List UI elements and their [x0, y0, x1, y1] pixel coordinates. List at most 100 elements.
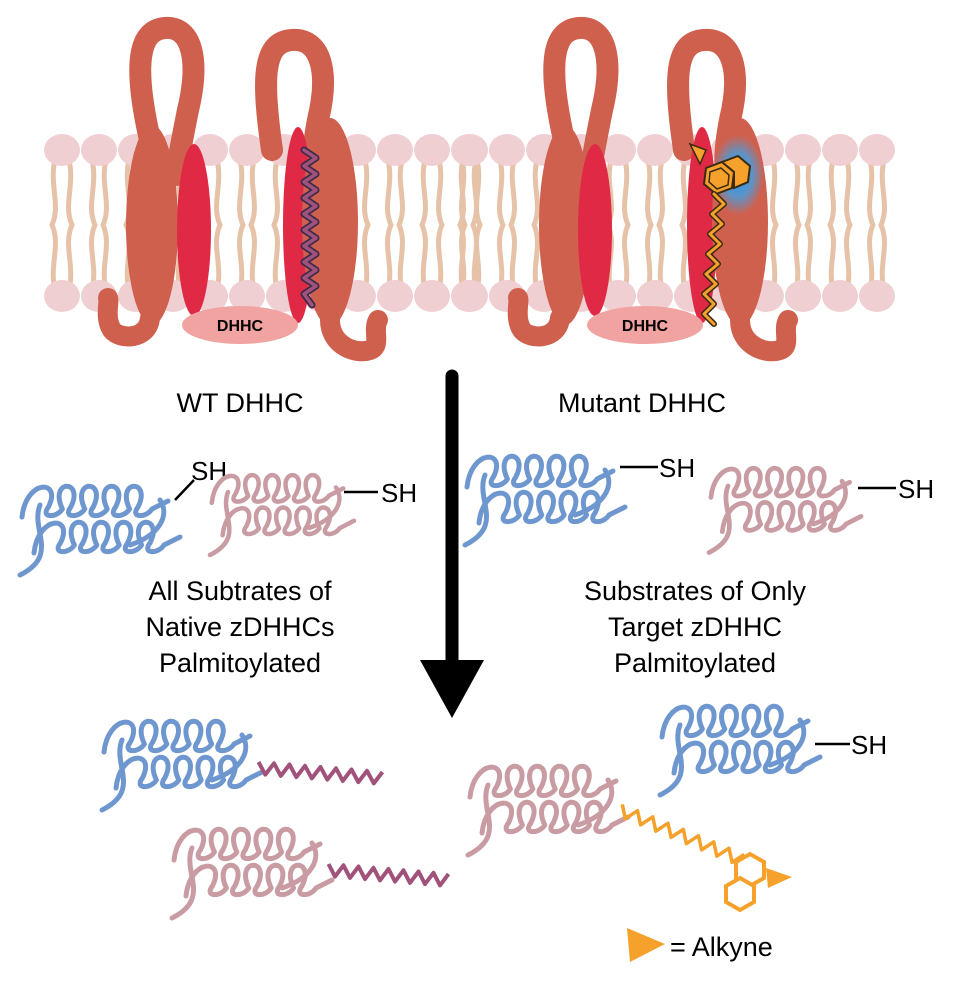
lipid-tail [214, 157, 223, 293]
protein-strand [207, 485, 342, 558]
lipid-tail [878, 157, 887, 293]
legend-text: = Alkyne [670, 932, 773, 962]
lipid-head [600, 280, 636, 312]
lipid-head [229, 280, 265, 312]
lipid-tail [679, 157, 688, 293]
lipid-head [785, 280, 821, 312]
ring-2 [720, 154, 752, 190]
helix-coil [464, 453, 616, 490]
left-caption: All Subtrates of Native zDHHCs Palmitoyl… [145, 576, 334, 678]
helix-coil [467, 763, 619, 800]
thiol-label-4: SH [898, 474, 934, 504]
lipid-tail [237, 157, 246, 293]
cytoplasmic-tail-1-mutant [507, 288, 570, 347]
lipid-head [859, 134, 895, 166]
alkyne-probe-bound [688, 142, 752, 327]
ring-b [724, 875, 756, 913]
thiol-label-2: SH [381, 478, 417, 508]
process-arrow [420, 369, 484, 718]
lipid-tail [89, 157, 98, 293]
lipid-tail [470, 157, 479, 293]
lipid-head [229, 134, 265, 166]
substrate-pink-left [207, 472, 357, 558]
thiol-label-5: SH [851, 730, 887, 760]
legend: = Alkyne [627, 928, 773, 962]
tm-helix-1-mutant [539, 125, 591, 325]
lipid-tail [474, 157, 483, 293]
triangle-icon-product [766, 868, 792, 888]
lipid-tail [645, 157, 654, 293]
protein-strand [462, 467, 612, 548]
helix-coil [101, 718, 253, 755]
lipid-head [44, 280, 80, 312]
lipid-tail [531, 157, 540, 293]
lipid-head [637, 280, 673, 312]
lipid-tail [867, 157, 876, 293]
palmitate-tail-2 [326, 863, 451, 888]
lipid-tail [622, 157, 631, 293]
membrane-left [44, 134, 487, 312]
dhhc-domain [182, 306, 298, 344]
protein-strand [465, 777, 615, 858]
substrate-pink-right [706, 465, 864, 555]
protein-strand [169, 840, 319, 921]
dhhc-label-right: DHHC [622, 318, 669, 335]
protein-strand [99, 732, 249, 813]
right-caption-line-1: Substrates of Only [584, 576, 807, 606]
lipid-tail [362, 157, 371, 293]
alkyne-head-product [724, 851, 792, 913]
lipid-head [44, 134, 80, 166]
lipid-head [859, 280, 895, 312]
right-caption: Substrates of Only Target zDHHC Palmitoy… [584, 576, 807, 678]
product-blue-free-thiol [657, 703, 823, 798]
lipid-tail [66, 157, 75, 293]
helix-coil [671, 739, 823, 776]
helix-coil [19, 483, 171, 520]
helix-coil [659, 703, 811, 740]
lipid-head [822, 280, 858, 312]
protein-strand [17, 497, 167, 578]
product-blue-palmitoylated [99, 718, 265, 813]
lipid-head [822, 134, 858, 166]
cytoplasmic-tail-2-mutant [730, 310, 798, 362]
lipid-tail [508, 157, 517, 293]
dhhc-label-left: DHHC [217, 318, 264, 335]
lipid-tail [457, 157, 466, 293]
lipid-head [785, 134, 821, 166]
palmitate-chain-bound-fill [302, 148, 318, 307]
extracellular-loop-1-mutant [543, 17, 619, 186]
lipid-tail [770, 157, 779, 293]
lipid-tails-right [457, 157, 887, 293]
tm-helix-1 [126, 125, 178, 325]
helix-coil [479, 799, 631, 836]
product-pink-alkyne-labeled [465, 763, 631, 858]
tm-helix-2 [177, 144, 211, 316]
lipid-tail [396, 157, 405, 293]
extracellular-loop-1 [129, 17, 205, 186]
lipid-tail [100, 157, 109, 293]
left-caption-line-3: Palmitoylated [159, 648, 321, 678]
dhhc-domain-mutant [587, 306, 703, 344]
lipid-tail [49, 157, 58, 293]
right-caption-line-2: Target zDHHC [608, 612, 782, 642]
lipid-head [452, 280, 488, 312]
mutant-dhhc-caption: Mutant DHHC [558, 388, 726, 418]
tm-helix-2-mutant [578, 144, 612, 316]
helix-coil [183, 862, 335, 899]
lipid-head [414, 280, 450, 312]
product-pink-palmitoylated [169, 826, 335, 921]
lipid-tail [419, 157, 428, 293]
helix-coil [476, 489, 628, 526]
thiol-label-3: SH [659, 453, 695, 483]
helix-coil [209, 472, 346, 506]
substrate-blue-right [462, 453, 628, 548]
lipid-tail [497, 157, 506, 293]
lipid-tail [827, 157, 836, 293]
wt-dhhc-enzyme: DHHC [97, 17, 388, 362]
cytoplasmic-tail-2 [320, 310, 388, 362]
membrane-right [452, 134, 895, 312]
helix-coil [113, 754, 265, 791]
triangle-icon [688, 142, 707, 166]
